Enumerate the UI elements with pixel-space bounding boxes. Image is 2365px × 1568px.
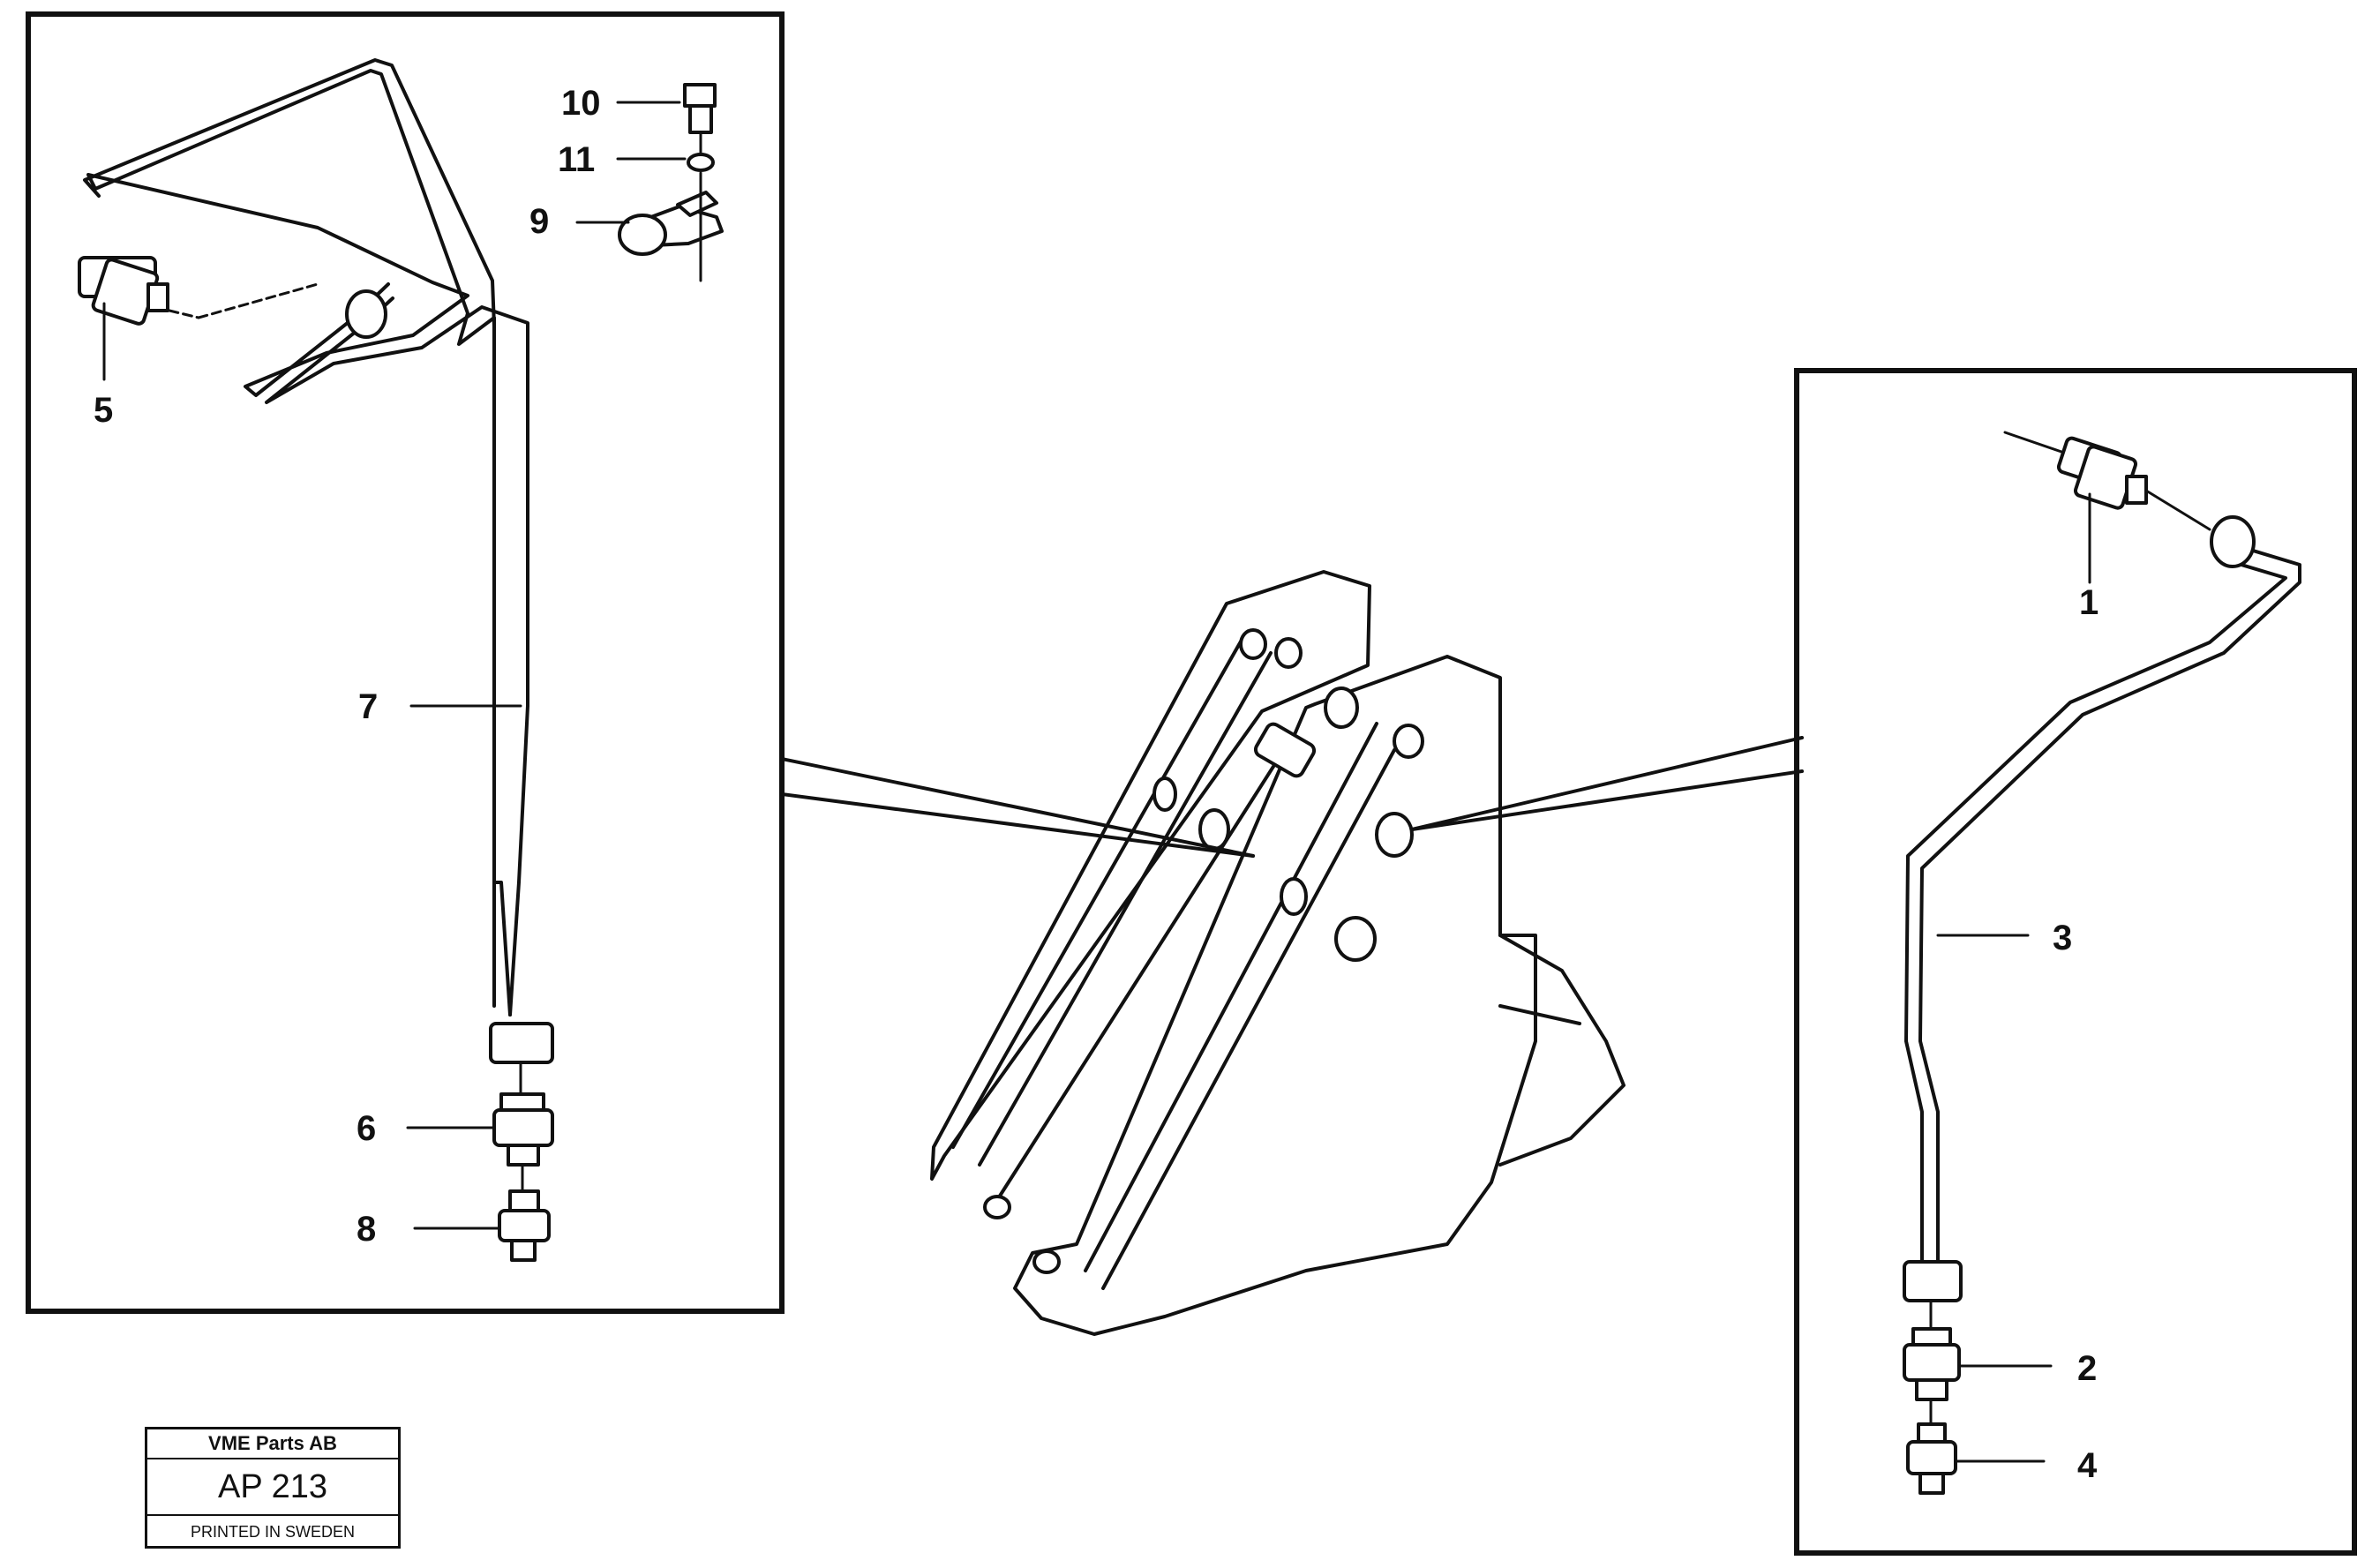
stamp-company: VME Parts AB xyxy=(147,1429,398,1459)
left-detail-frame xyxy=(26,11,785,1314)
stamp-code: AP 213 xyxy=(147,1459,398,1516)
fitting-6-8 xyxy=(489,1022,554,1262)
fitting-2-4 xyxy=(1903,1260,1963,1495)
callout-8: 8 xyxy=(357,1210,376,1249)
pipe-3 xyxy=(1904,545,2301,1264)
callout-4: 4 xyxy=(2077,1446,2098,1485)
connector-1 xyxy=(2003,431,2256,568)
right-leaders xyxy=(1936,492,2091,1463)
connector-5 xyxy=(78,256,387,339)
callout-6: 6 xyxy=(357,1109,376,1148)
callout-5: 5 xyxy=(94,391,113,430)
bolt-washer-clamp xyxy=(618,83,724,282)
right-detail-frame xyxy=(1794,368,2357,1556)
callout-2: 2 xyxy=(2077,1349,2097,1388)
title-stamp: VME Parts AB AP 213 PRINTED IN SWEDEN xyxy=(145,1427,401,1549)
callout-3: 3 xyxy=(2053,919,2072,957)
callout-9: 9 xyxy=(529,202,549,241)
callout-7: 7 xyxy=(358,687,378,726)
arm-assembly xyxy=(930,570,1625,1336)
callout-11: 11 xyxy=(558,140,595,179)
callout-10: 10 xyxy=(561,84,601,123)
right-callouts: 1 3 2 4 xyxy=(2053,583,2098,1485)
callout-1: 1 xyxy=(2079,583,2098,622)
left-callouts: 10 11 9 5 7 6 8 xyxy=(94,84,601,1249)
zoom-pointers xyxy=(780,736,1804,858)
left-leaders xyxy=(102,101,687,1230)
pipe-7 xyxy=(83,58,529,1017)
stamp-printed: PRINTED IN SWEDEN xyxy=(190,1523,355,1541)
